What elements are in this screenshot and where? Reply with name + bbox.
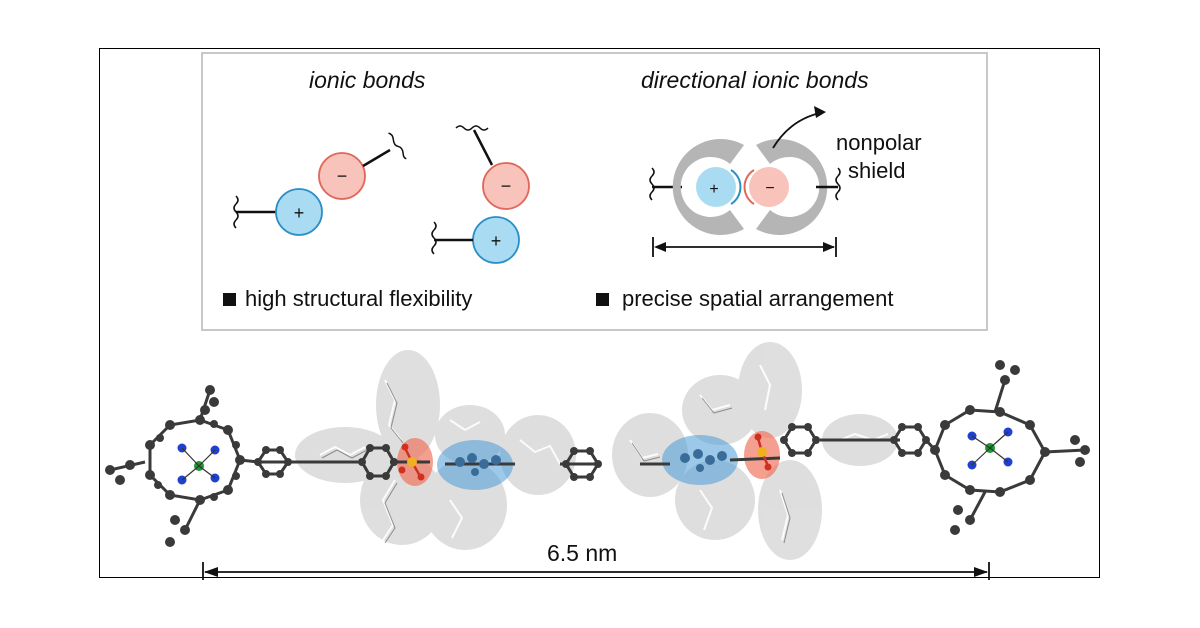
flexible-pair-1: + −: [233, 132, 407, 236]
anion-circle: [749, 167, 789, 207]
porphyrin-right: [924, 360, 1090, 535]
plus-sign: +: [294, 203, 305, 223]
nonpolar-shield-right: [756, 139, 828, 236]
cation-surface-right: [662, 435, 738, 485]
bullet-right: [596, 293, 609, 306]
figure-frame: [99, 48, 1100, 578]
phenyl-ring: [782, 425, 818, 455]
porphyrin-left: [105, 385, 259, 547]
arrow-head: [814, 106, 826, 118]
sulfonate-left: [398, 443, 425, 481]
plus-sign: +: [709, 181, 718, 198]
cation-circle: [696, 167, 736, 207]
anion-circle: [482, 162, 530, 210]
wavy-tail: [388, 132, 407, 160]
wavy-tail: [835, 167, 841, 201]
curved-arrow: [772, 112, 821, 149]
nonpolar-label: nonpolar: [836, 130, 922, 155]
anion-circle: [318, 152, 366, 200]
minus-sign: −: [765, 180, 774, 197]
molecule-length-label: 6.5 nm: [547, 540, 618, 566]
plus-sign: +: [491, 231, 502, 251]
feature-left: high structural flexibility: [245, 286, 473, 311]
ionic-bonds-title: ionic bonds: [309, 67, 426, 93]
sulfonate-right: [754, 433, 772, 471]
feature-right: precise spatial arrangement: [622, 286, 894, 311]
directional-ionic-bonds-title: directional ionic bonds: [641, 67, 869, 93]
directional-pair: + −: [649, 106, 841, 257]
length-scale-arrow: [202, 562, 990, 580]
bullet-left: [223, 293, 236, 306]
shield-label: shield: [848, 158, 906, 183]
minus-sign: −: [501, 176, 512, 196]
cation-circle: [275, 188, 323, 236]
molecular-model: [105, 342, 1090, 580]
wavy-tail: [649, 167, 655, 201]
flexible-pair-2: − +: [431, 125, 530, 264]
minus-sign: −: [337, 166, 348, 186]
nonpolar-shield-left: [672, 139, 744, 235]
wavy-tail: [455, 125, 489, 131]
wavy-tail: [431, 221, 437, 255]
